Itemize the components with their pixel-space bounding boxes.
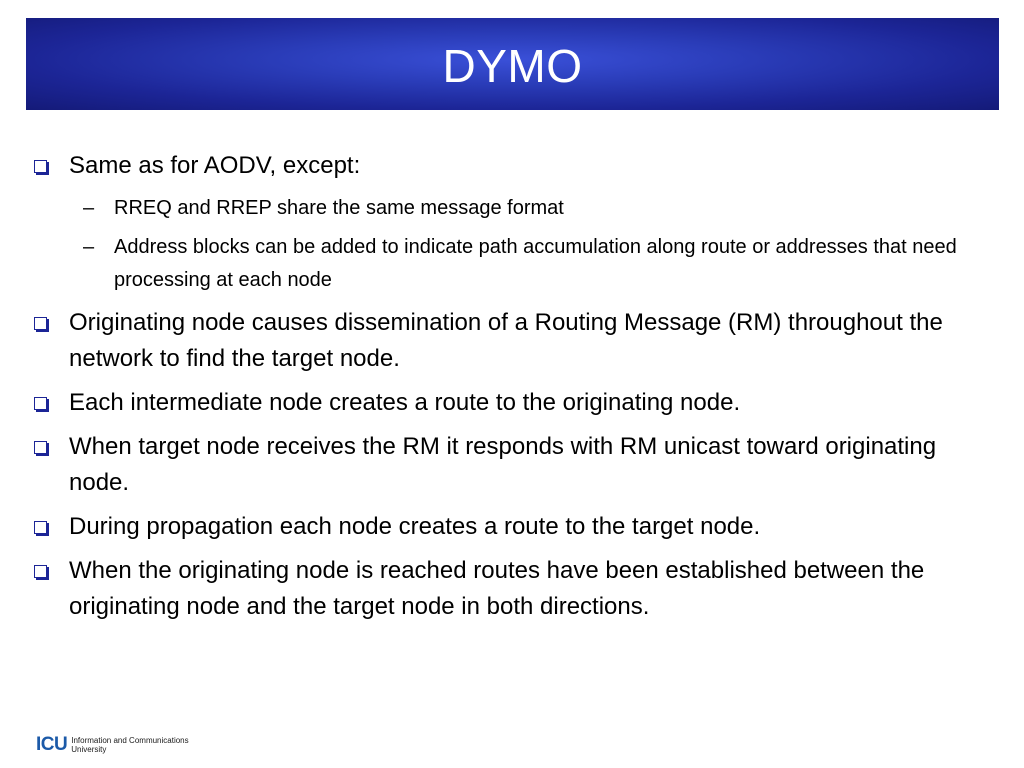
checkbox-bullet-icon [34,317,47,330]
bullet-text: Originating node causes dissemination of… [69,309,943,372]
logo-text-line2: University [71,745,107,754]
sub-bullet-list: – RREQ and RREP share the same message f… [34,192,994,297]
sub-bullet-text: Address blocks can be added to indicate … [114,236,957,291]
dash-icon: – [83,197,95,219]
bullet-item: During propagation each node creates a r… [34,509,994,545]
dash-icon: – [83,236,95,258]
checkbox-bullet-icon [34,521,47,534]
bullet-item: When the originating node is reached rou… [34,553,994,625]
sub-bullet-item: – RREQ and RREP share the same message f… [34,192,994,225]
bullet-text: During propagation each node creates a r… [69,513,761,540]
bullet-item: Same as for AODV, except: [34,148,994,184]
bullet-text: Each intermediate node creates a route t… [69,389,741,416]
bullet-text: Same as for AODV, except: [69,152,361,179]
bullet-text: When the originating node is reached rou… [69,557,925,620]
checkbox-bullet-icon [34,441,47,454]
logo-text-line1: Information and Communications [71,736,189,745]
title-bar: DYMO [26,18,999,110]
bullet-item: When target node receives the RM it resp… [34,429,994,501]
bullet-text: When target node receives the RM it resp… [69,433,937,496]
bullet-list: Same as for AODV, except: – RREQ and RRE… [34,148,994,633]
logo-text: Information and Communications Universit… [71,736,188,754]
sub-bullet-text: RREQ and RREP share the same message for… [114,197,564,219]
checkbox-bullet-icon [34,397,47,410]
checkbox-bullet-icon [34,565,47,578]
bullet-item: Each intermediate node creates a route t… [34,385,994,421]
checkbox-bullet-icon [34,160,47,173]
icu-logo-icon: ICU [36,734,68,755]
slide-title: DYMO [442,40,583,92]
sub-bullet-item: – Address blocks can be added to indicat… [34,231,994,297]
footer-logo: ICU Information and Communications Unive… [36,735,189,755]
bullet-item: Originating node causes dissemination of… [34,305,994,377]
